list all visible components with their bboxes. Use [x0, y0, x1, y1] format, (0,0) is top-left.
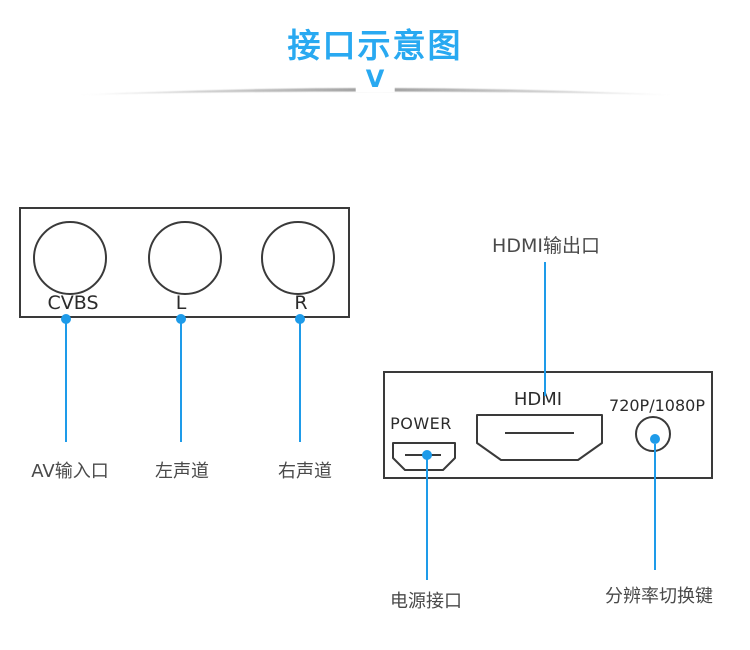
annotation-hdmi-output: HDMI输出口 — [492, 235, 600, 257]
annotation-right-channel: 右声道 — [278, 461, 332, 482]
av-input-panel: CVBS L R — [19, 207, 350, 318]
annotation-av-input: AV输入口 — [31, 461, 109, 482]
port-label-cvbs: CVBS — [47, 292, 99, 314]
leader-dot-left — [176, 314, 186, 324]
port-label-power: POWER — [390, 414, 452, 433]
leader-line-resolution — [654, 444, 656, 570]
annotation-left-channel: 左声道 — [155, 461, 209, 482]
annotation-resolution: 分辨率切换键 — [605, 586, 713, 607]
leader-line-power — [426, 459, 428, 580]
page-title: 接口示意图 — [287, 26, 463, 65]
rca-port-left-icon — [148, 221, 222, 295]
rca-port-cvbs-icon — [33, 221, 107, 295]
rca-port-right-icon — [261, 221, 335, 295]
port-label-right: R — [294, 292, 308, 314]
hdmi-output-panel: POWER HDMI 720P/1080P — [383, 371, 713, 479]
port-label-resolution: 720P/1080P — [609, 396, 705, 415]
leader-dot-resolution — [650, 434, 660, 444]
leader-dot-cvbs — [61, 314, 71, 324]
chevron-v-marker: V — [355, 66, 395, 92]
leader-line-left — [180, 322, 182, 442]
port-label-hdmi: HDMI — [513, 389, 563, 410]
leader-dot-right — [295, 314, 305, 324]
annotation-power: 电源接口 — [390, 591, 462, 612]
hdmi-port-icon — [476, 414, 603, 461]
leader-line-right — [299, 322, 301, 442]
leader-dot-power — [422, 450, 432, 460]
leader-line-cvbs — [65, 322, 67, 442]
port-label-left: L — [175, 292, 187, 314]
leader-line-hdmi — [544, 262, 546, 396]
